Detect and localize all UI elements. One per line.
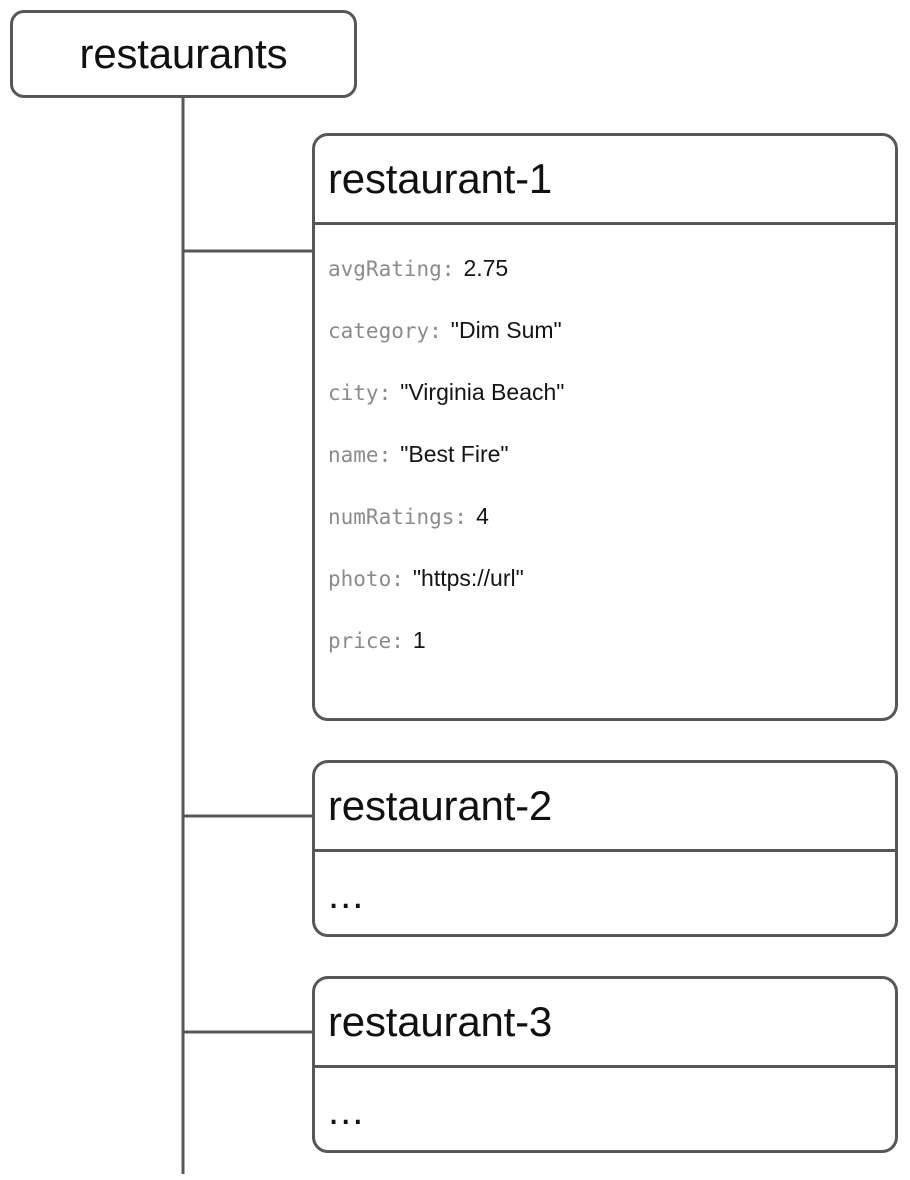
- document-card-restaurant-1[interactable]: restaurant-1 avgRating: 2.75 category: "…: [312, 133, 898, 721]
- collection-node-restaurants[interactable]: restaurants: [10, 10, 357, 98]
- field-key: avgRating:: [328, 257, 455, 281]
- field-value: 4: [476, 503, 489, 529]
- field-row-numRatings: numRatings: 4: [328, 503, 881, 565]
- field-row-city: city: "Virginia Beach": [328, 379, 881, 441]
- field-value: "Dim Sum": [450, 317, 562, 343]
- field-value: 1: [412, 627, 426, 653]
- field-key: category:: [328, 319, 442, 343]
- document-title: restaurant-3: [328, 998, 553, 1045]
- document-field-list: ...: [315, 852, 895, 934]
- document-card-header: restaurant-1: [315, 136, 895, 225]
- field-value: "Virginia Beach": [400, 379, 565, 405]
- document-field-list: avgRating: 2.75 category: "Dim Sum" city…: [315, 225, 895, 709]
- field-key: price:: [328, 629, 404, 653]
- field-key: city:: [328, 381, 392, 405]
- document-card-header: restaurant-2: [315, 763, 895, 852]
- document-card-restaurant-2[interactable]: restaurant-2 ...: [312, 760, 898, 937]
- ellipsis-placeholder: ...: [328, 1088, 365, 1133]
- field-value: 2.75: [463, 255, 509, 281]
- field-row-photo: photo: "https://url": [328, 565, 881, 627]
- collection-label: restaurants: [79, 30, 288, 77]
- field-key: numRatings:: [328, 505, 468, 529]
- document-field-list: ...: [315, 1068, 895, 1150]
- field-key: name:: [328, 443, 392, 467]
- field-row-avgRating: avgRating: 2.75: [328, 255, 881, 317]
- field-row-price: price: 1: [328, 627, 881, 689]
- field-value: "https://url": [412, 565, 524, 591]
- document-card-header: restaurant-3: [315, 979, 895, 1068]
- field-key: photo:: [328, 567, 404, 591]
- ellipsis-placeholder: ...: [328, 872, 365, 917]
- document-title: restaurant-2: [328, 782, 553, 829]
- document-title: restaurant-1: [328, 155, 553, 202]
- document-card-restaurant-3[interactable]: restaurant-3 ...: [312, 976, 898, 1153]
- field-value: "Best Fire": [400, 441, 509, 467]
- field-row-name: name: "Best Fire": [328, 441, 881, 503]
- field-row-category: category: "Dim Sum": [328, 317, 881, 379]
